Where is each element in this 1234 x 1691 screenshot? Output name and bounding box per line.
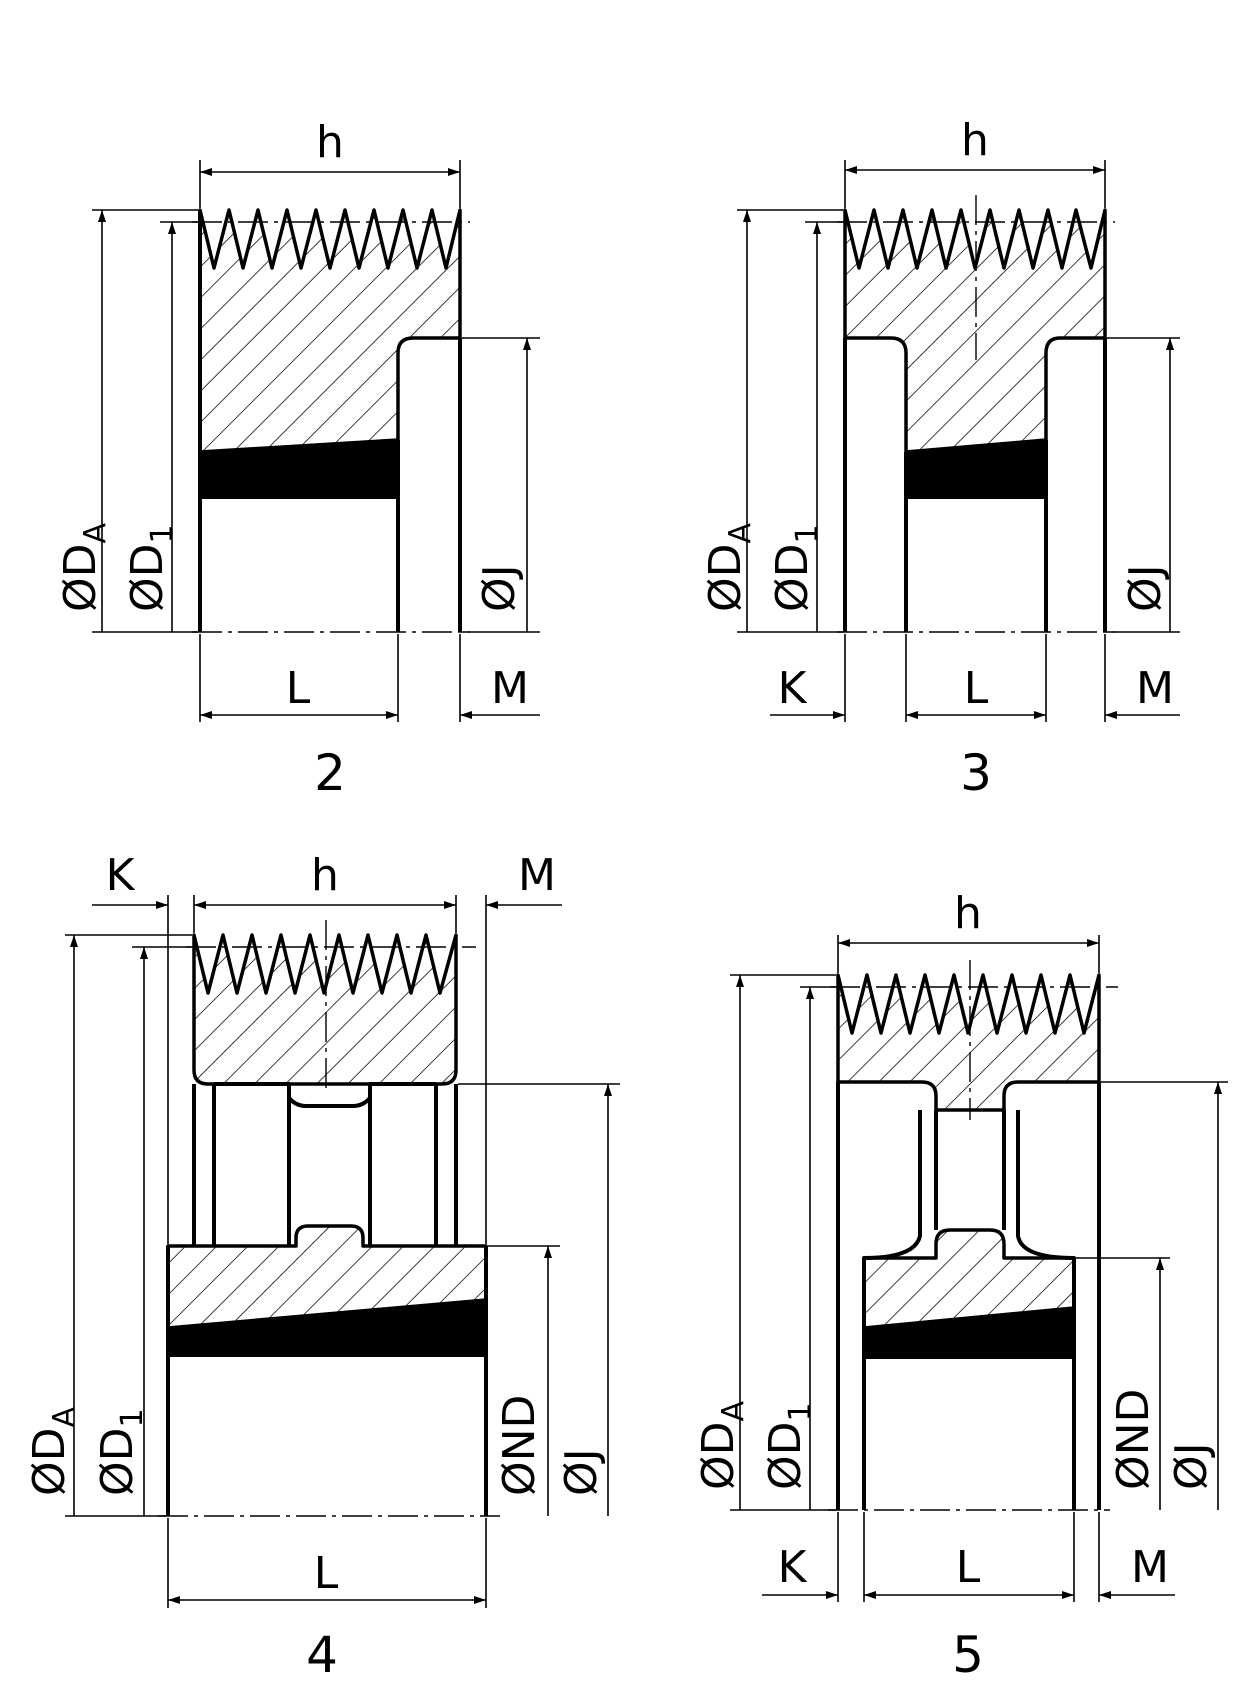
view-3-label-j: ØJ [1120, 564, 1171, 612]
view-5-label-j: ØJ [1166, 1442, 1217, 1490]
view-4-label-d1: ØD1 [92, 1408, 150, 1496]
view-5-rim-section [836, 973, 1101, 1112]
view-3-label-m: M [1136, 663, 1174, 714]
view-2-label-m: M [491, 663, 529, 714]
view-4-label-k: K [106, 850, 136, 901]
view-3-label-d1: ØD1 [767, 524, 825, 612]
view-5-web-right [1016, 1110, 1076, 1510]
view-3-label-k: K [778, 663, 808, 714]
view-4-label-m: M [518, 850, 556, 901]
view-5-web-left [862, 1110, 922, 1510]
view-4-label-nd: ØND [494, 1395, 545, 1496]
view-4-spoke-right [368, 1082, 436, 1246]
view-2-number: 2 [314, 744, 346, 802]
view-2-label-da: ØDA [55, 522, 113, 612]
view-3-number: 3 [960, 744, 992, 802]
view-4-rim-section [192, 933, 458, 1086]
view-5-label-nd: ØND [1108, 1389, 1159, 1490]
view-2-label-j: ØJ [474, 564, 525, 612]
view-2: h L M ØDA ØD1 ØJ 2 [55, 117, 540, 802]
view-3-label-l: L [964, 663, 989, 714]
view-5-hub-section [862, 1228, 1076, 1330]
view-5-label-k: K [778, 1542, 808, 1593]
view-4: h K M L ØDA ØD1 ØND ØJ 4 [24, 850, 620, 1684]
view-4-spoke-left [214, 1082, 291, 1246]
view-2-rim-section [198, 208, 462, 454]
view-4-label-da: ØDA [24, 1406, 82, 1496]
view-4-label-j: ØJ [556, 1448, 607, 1496]
view-3-label-da: ØDA [700, 522, 758, 612]
view-2-label-d1: ØD1 [122, 524, 180, 612]
view-5-number: 5 [952, 1626, 984, 1684]
view-3-label-h: h [961, 115, 989, 166]
view-4-label-h: h [311, 850, 339, 901]
view-4-label-l: L [314, 1548, 339, 1599]
view-2-label-l: L [286, 663, 311, 714]
view-5-label-l: L [956, 1542, 981, 1593]
view-5: h K L M ØDA ØD1 ØND ØJ 5 [693, 888, 1228, 1684]
view-3: h K L M ØDA ØD1 ØJ 3 [700, 115, 1180, 802]
view-5-label-da: ØDA [693, 1400, 751, 1490]
view-5-label-m: M [1131, 1542, 1169, 1593]
view-3-rim-section [843, 208, 1107, 454]
view-5-label-h: h [954, 888, 982, 939]
view-4-number: 4 [306, 1626, 338, 1684]
view-4-hub-section [166, 1224, 488, 1330]
view-2-label-h: h [316, 117, 344, 168]
view-5-label-d1: ØD1 [760, 1402, 818, 1490]
